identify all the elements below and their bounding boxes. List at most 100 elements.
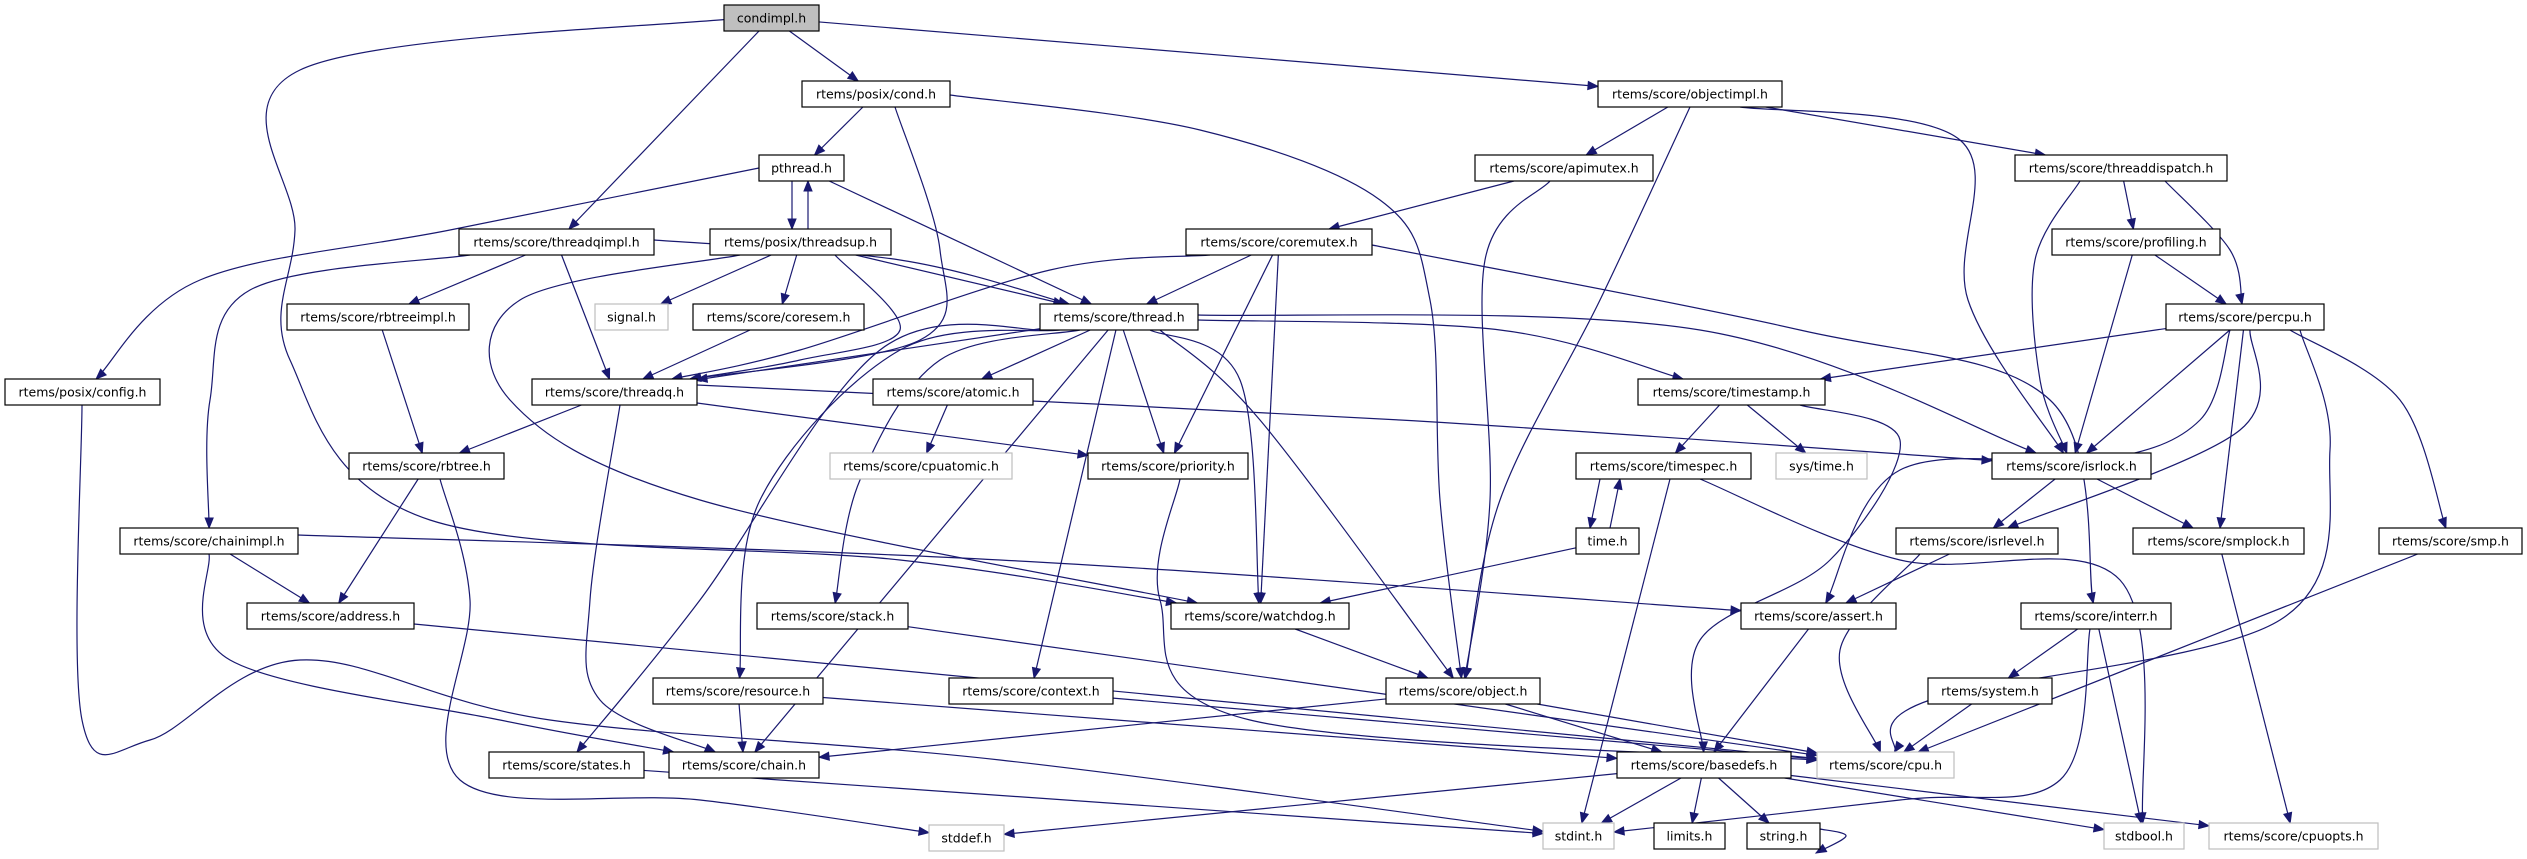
node-threaddispatch[interactable]: rtems/score/threaddispatch.h	[2014, 154, 2228, 182]
node-box[interactable]	[1474, 154, 1654, 182]
node-box[interactable]	[1637, 378, 1826, 406]
node-watchdog[interactable]: rtems/score/watchdog.h	[1170, 602, 1350, 630]
node-threadq[interactable]: rtems/score/threadq.h	[531, 378, 698, 406]
node-box[interactable]	[1170, 602, 1350, 630]
node-box[interactable]	[1087, 452, 1249, 480]
node-box[interactable]	[119, 527, 299, 555]
node-box[interactable]	[1927, 677, 2053, 705]
node-objectimpl[interactable]: rtems/score/objectimpl.h	[1597, 80, 1783, 108]
edge-basedefs-to-limits	[1689, 777, 1702, 825]
node-box[interactable]	[1385, 677, 1541, 705]
edge-timestamp-to-timespec	[1674, 404, 1720, 454]
arrowhead-icon	[659, 295, 673, 305]
node-box[interactable]	[758, 154, 845, 182]
node-box[interactable]	[1185, 228, 1373, 256]
node-box[interactable]	[948, 677, 1114, 705]
node-basedefs[interactable]: rtems/score/basedefs.h	[1616, 751, 1792, 779]
node-box[interactable]	[1895, 527, 2059, 555]
node-states[interactable]: rtems/score/states.h	[488, 751, 645, 779]
node-box	[928, 824, 1005, 852]
node-coresem[interactable]: rtems/score/coresem.h	[692, 303, 865, 331]
node-label: rtems/score/objectimpl.h	[1612, 87, 1768, 102]
edge-line	[818, 698, 1387, 758]
node-box[interactable]	[1597, 80, 1783, 108]
node-system[interactable]: rtems/system.h	[1927, 677, 2053, 705]
node-box[interactable]	[692, 303, 865, 331]
arrowhead-icon	[1612, 826, 1625, 836]
node-box[interactable]	[531, 378, 698, 406]
node-config[interactable]: rtems/posix/config.h	[4, 378, 161, 406]
node-box[interactable]	[2020, 602, 2172, 630]
node-box[interactable]	[2014, 154, 2228, 182]
node-thread[interactable]: rtems/score/thread.h	[1039, 303, 1199, 331]
node-rbtree[interactable]: rtems/score/rbtree.h	[348, 452, 505, 480]
node-box[interactable]	[2165, 303, 2325, 331]
node-profiling[interactable]: rtems/score/profiling.h	[2051, 228, 2221, 256]
node-timestamp[interactable]: rtems/score/timestamp.h	[1637, 378, 1826, 406]
node-string[interactable]: string.h	[1746, 822, 1821, 850]
node-coremutex[interactable]: rtems/score/coremutex.h	[1185, 228, 1373, 256]
node-context[interactable]: rtems/score/context.h	[948, 677, 1114, 705]
node-box[interactable]	[2378, 527, 2523, 555]
node-stack[interactable]: rtems/score/stack.h	[756, 602, 909, 630]
node-box[interactable]	[801, 80, 951, 108]
node-isrlevel[interactable]: rtems/score/isrlevel.h	[1895, 527, 2059, 555]
node-chainimpl[interactable]: rtems/score/chainimpl.h	[119, 527, 299, 555]
edge-percpu-to-smp	[2289, 329, 2447, 530]
node-chain[interactable]: rtems/score/chain.h	[668, 751, 820, 779]
node-interr[interactable]: rtems/score/interr.h	[2020, 602, 2172, 630]
node-box[interactable]	[246, 602, 415, 630]
node-box[interactable]	[652, 677, 824, 705]
arrowhead-icon	[414, 441, 424, 455]
node-limits[interactable]: limits.h	[1653, 822, 1726, 850]
node-box[interactable]	[1039, 303, 1199, 331]
node-timespec[interactable]: rtems/score/timespec.h	[1575, 452, 1752, 480]
node-label: rtems/score/assert.h	[1754, 609, 1883, 624]
node-box[interactable]	[1991, 452, 2152, 480]
node-address[interactable]: rtems/score/address.h	[246, 602, 415, 630]
node-box[interactable]	[1616, 751, 1792, 779]
node-smp[interactable]: rtems/score/smp.h	[2378, 527, 2523, 555]
node-resource[interactable]: rtems/score/resource.h	[652, 677, 824, 705]
node-time[interactable]: time.h	[1575, 527, 1640, 555]
node-box[interactable]	[1575, 452, 1752, 480]
edge-line	[2008, 628, 2078, 679]
node-box[interactable]	[4, 378, 161, 406]
node-percpu[interactable]: rtems/score/percpu.h	[2165, 303, 2325, 331]
node-box[interactable]	[756, 602, 909, 630]
node-box[interactable]	[458, 228, 655, 256]
node-atomic[interactable]: rtems/score/atomic.h	[872, 378, 1034, 406]
node-smplock[interactable]: rtems/score/smplock.h	[2132, 527, 2305, 555]
node-priority[interactable]: rtems/score/priority.h	[1087, 452, 1249, 480]
node-box[interactable]	[1740, 602, 1897, 630]
node-object[interactable]: rtems/score/object.h	[1385, 677, 1541, 705]
node-isrlock[interactable]: rtems/score/isrlock.h	[1991, 452, 2152, 480]
node-rbtreeimpl[interactable]: rtems/score/rbtreeimpl.h	[286, 303, 470, 331]
node-box[interactable]	[1746, 822, 1821, 850]
edge-line	[789, 30, 859, 82]
node-assert[interactable]: rtems/score/assert.h	[1740, 602, 1897, 630]
node-pthread[interactable]: pthread.h	[758, 154, 845, 182]
node-box[interactable]	[488, 751, 645, 779]
node-box[interactable]	[348, 452, 505, 480]
edge-line	[459, 404, 582, 454]
node-box[interactable]	[286, 303, 470, 331]
edge-line	[439, 478, 930, 834]
node-box	[1816, 751, 1955, 779]
node-cond[interactable]: rtems/posix/cond.h	[801, 80, 951, 108]
node-threadsup[interactable]: rtems/posix/threadsup.h	[709, 228, 892, 256]
node-box[interactable]	[668, 751, 820, 779]
node-label: rtems/score/coremutex.h	[1200, 235, 1357, 250]
node-apimutex[interactable]: rtems/score/apimutex.h	[1474, 154, 1654, 182]
node-threadqimpl[interactable]: rtems/score/threadqimpl.h	[458, 228, 655, 256]
edge-cond-to-object	[949, 94, 1465, 680]
node-box[interactable]	[2132, 527, 2305, 555]
node-box[interactable]	[1653, 822, 1726, 850]
arrowhead-icon	[1461, 666, 1471, 680]
node-box[interactable]	[872, 378, 1034, 406]
node-box[interactable]	[709, 228, 892, 256]
node-box[interactable]	[2051, 228, 2221, 256]
arrowhead-icon	[926, 441, 936, 455]
edge-line	[689, 254, 901, 380]
node-box[interactable]	[1575, 527, 1640, 555]
